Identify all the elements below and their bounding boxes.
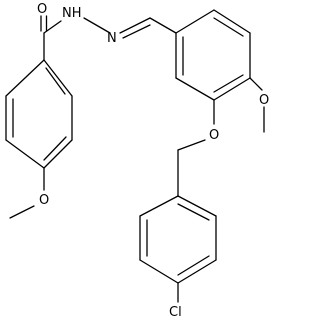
bond-ringB-ome-o	[249, 77, 263, 91]
bond-ringB-2	[213, 9, 251, 34]
bond-ringC-inner-1	[177, 203, 210, 221]
bonds	[5, 9, 265, 303]
atom-chlorine: Cl	[169, 305, 182, 320]
bond-ringC-3	[177, 259, 217, 284]
bond-ringC-6	[139, 195, 179, 217]
bond-ringB-inner-1	[213, 17, 244, 37]
bond-ch-ringB	[149, 17, 177, 34]
bond-ringA-4	[5, 139, 45, 169]
bond-ome-o-ch3-left	[9, 205, 35, 219]
atom-hydrazone-n: N	[107, 31, 117, 46]
atom-hydrazide-nh: NH	[62, 6, 82, 21]
atom-methoxy-oxygen-right: O	[259, 93, 269, 108]
bond-nh-n	[83, 17, 111, 34]
bond-ether-o-ch2	[177, 139, 206, 151]
bond-ringB-5	[175, 77, 215, 101]
molecule-diagram: O NH N O O O Cl	[5, 2, 269, 320]
bond-ringA-inner-2	[43, 136, 67, 161]
bond-carbonyl-nh	[43, 20, 62, 34]
bond-ringA-inner-1	[45, 67, 66, 95]
bond-ringC-4	[139, 259, 179, 284]
bond-n-ch-double-b	[122, 24, 151, 39]
bond-ringB-1	[175, 9, 215, 34]
bond-ringA-3	[43, 139, 73, 169]
atom-ether-oxygen: O	[209, 128, 219, 143]
bond-ringC-1	[177, 195, 217, 217]
bond-ringA-1	[43, 59, 73, 97]
bond-ringC-inner-2	[177, 255, 210, 276]
structure-canvas: O NH N O O O Cl	[5, 2, 269, 320]
bond-n-ch-double-a	[119, 17, 151, 34]
atom-methoxy-oxygen-left: O	[39, 193, 49, 208]
bond-ringB-inner-2	[213, 74, 244, 93]
bond-ringA-6	[5, 59, 45, 97]
bond-ringB-4	[213, 77, 251, 101]
atom-carbonyl-oxygen: O	[37, 2, 47, 17]
atom-labels: O NH N O O O Cl	[37, 2, 269, 320]
